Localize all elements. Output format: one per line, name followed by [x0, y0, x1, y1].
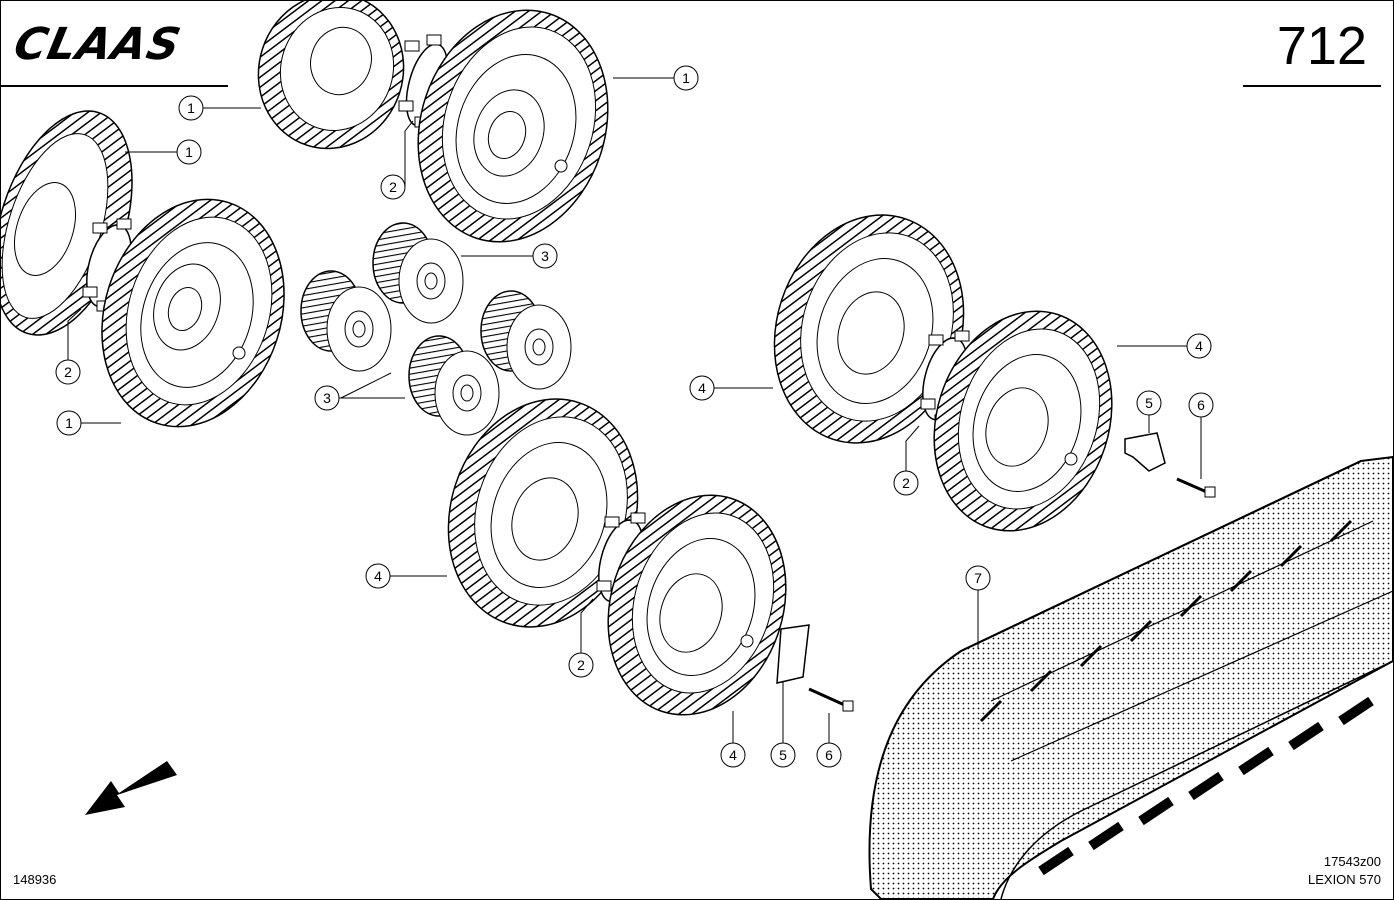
figure-id: 148936 [13, 872, 57, 887]
support-rollers [300, 222, 572, 436]
wheel-pair-center [447, 398, 854, 716]
svg-text:7: 7 [974, 570, 982, 586]
model-name: LEXION 570 [1308, 872, 1381, 887]
header-rule-right [1243, 85, 1381, 87]
svg-text:2: 2 [64, 364, 72, 380]
callout-7: 7 [965, 565, 991, 591]
svg-text:3: 3 [541, 248, 549, 264]
wheel-pair-left [1, 110, 285, 428]
svg-text:4: 4 [729, 747, 737, 763]
svg-text:6: 6 [1197, 397, 1205, 413]
rubber-track [868, 455, 1393, 899]
svg-text:6: 6 [825, 747, 833, 763]
callout-2: 2 [893, 470, 919, 496]
svg-text:1: 1 [65, 415, 73, 431]
callout-3: 3 [314, 385, 340, 411]
svg-text:2: 2 [902, 475, 910, 491]
roller-1 [372, 222, 464, 324]
wheel-pair-top [257, 1, 609, 243]
svg-text:4: 4 [698, 380, 706, 396]
callout-4: 4 [1186, 333, 1212, 359]
svg-text:1: 1 [682, 70, 690, 86]
svg-text:5: 5 [1145, 395, 1153, 411]
callouts: 1 1 1 1 2 2 2 2 3 3 4 4 4 4 5 5 6 6 7 [55, 65, 1214, 768]
svg-text:2: 2 [389, 179, 397, 195]
page-number: 712 [1276, 16, 1367, 76]
callout-2: 2 [380, 174, 406, 200]
callout-1: 1 [178, 95, 204, 121]
svg-text:1: 1 [185, 144, 193, 160]
header-rule-left [1, 85, 228, 87]
direction-arrow-icon [85, 761, 177, 815]
roller-3 [480, 290, 572, 390]
footer-info: 17543z00 LEXION 570 [1308, 853, 1381, 889]
callout-3: 3 [532, 243, 558, 269]
callout-2: 2 [568, 652, 594, 678]
svg-text:5: 5 [779, 747, 787, 763]
callout-6: 6 [1188, 392, 1214, 418]
svg-text:1: 1 [187, 100, 195, 116]
svg-text:4: 4 [374, 568, 382, 584]
roller-4 [408, 335, 500, 436]
svg-text:4: 4 [1195, 338, 1203, 354]
callout-4: 4 [689, 375, 715, 401]
svg-text:2: 2 [577, 657, 585, 673]
callout-5: 5 [770, 742, 796, 768]
callout-1: 1 [56, 410, 82, 436]
callout-2: 2 [55, 359, 81, 385]
roller-2 [300, 270, 392, 372]
callout-5: 5 [1136, 390, 1162, 416]
wheel-pair-right [773, 214, 1216, 532]
callout-1: 1 [673, 65, 699, 91]
callout-6: 6 [816, 742, 842, 768]
svg-text:3: 3 [323, 390, 331, 406]
leader-lines [67, 77, 1202, 755]
callout-4: 4 [365, 563, 391, 589]
drawing-ref: 17543z00 [1323, 854, 1381, 869]
callout-4: 4 [720, 742, 746, 768]
callout-1: 1 [176, 139, 202, 165]
